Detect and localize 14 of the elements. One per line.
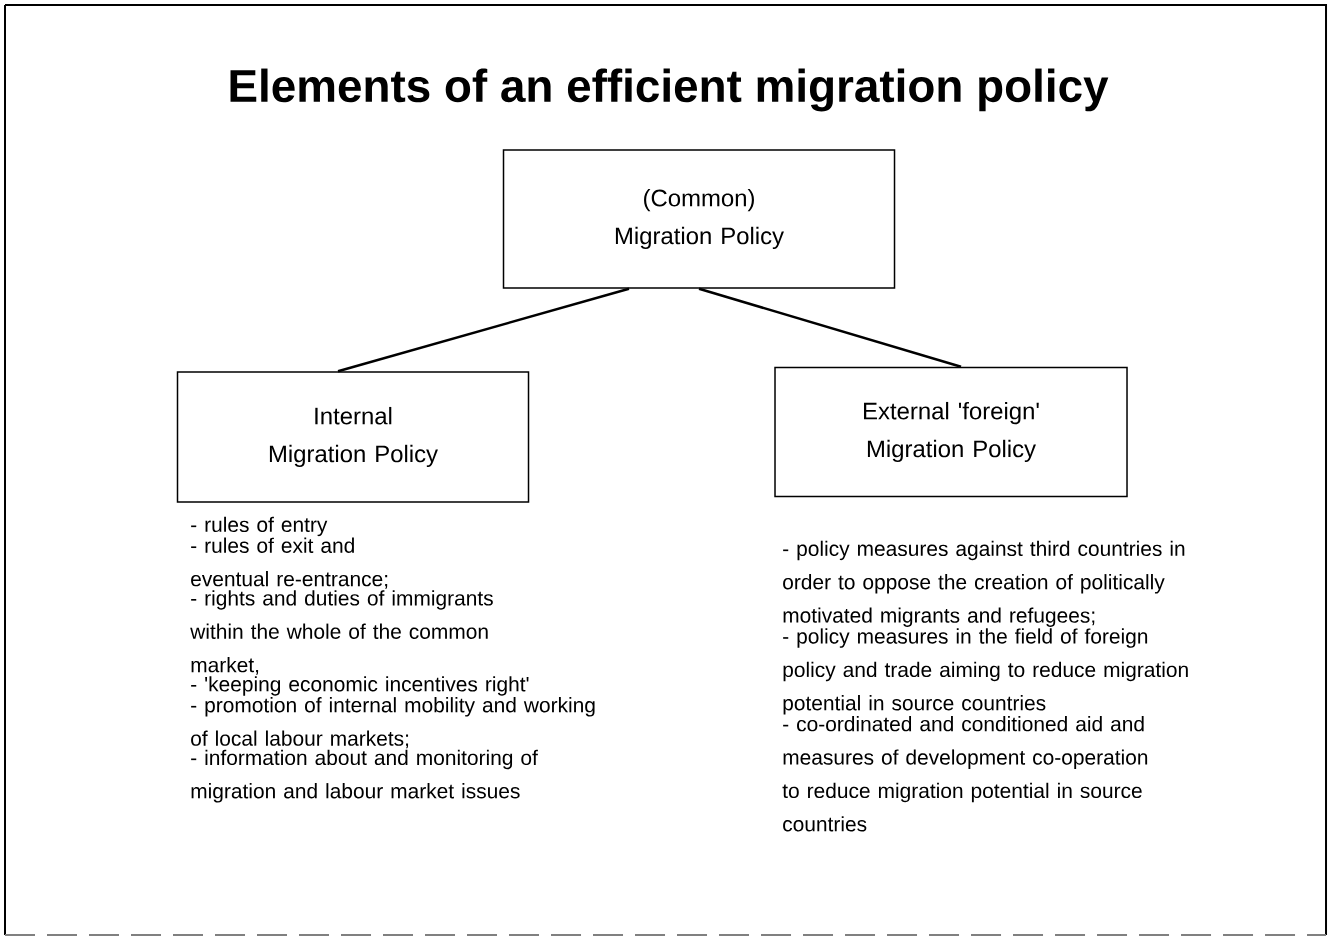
list-item: - 'keeping economic incentives right' [191, 676, 529, 696]
list-item: - co-ordinated and conditioned aid and measures of development co-operation to reduce migration potential in source countries [782, 716, 1148, 832]
policy-box: External 'foreign' Migration Policy [774, 366, 1128, 498]
list-item: - information about and monitoring of migration and labour market issues [191, 749, 538, 803]
title: Elements of an efficient migration policy [230, 68, 1109, 112]
connector-line [698, 287, 962, 368]
list-item: - policy measures in the field of foreign policy and trade aiming to reduce migration potential in source countries [783, 628, 1188, 715]
policy-box: Internal Migration Policy [176, 371, 530, 503]
connector-line [337, 287, 630, 373]
list-item: - promotion of internal mobility and working of local labour markets; [191, 697, 595, 749]
list-item: - rules of exit and eventual re-entrance; [191, 537, 388, 589]
list-item: - policy measures against third countries in order to oppose the creation of politically motivated migrants and refugees; [783, 540, 1185, 627]
list-item: - rights and duties of immigrants within the whole of the common market, [190, 590, 493, 675]
policy-box: (Common) Migration Policy [502, 149, 896, 289]
